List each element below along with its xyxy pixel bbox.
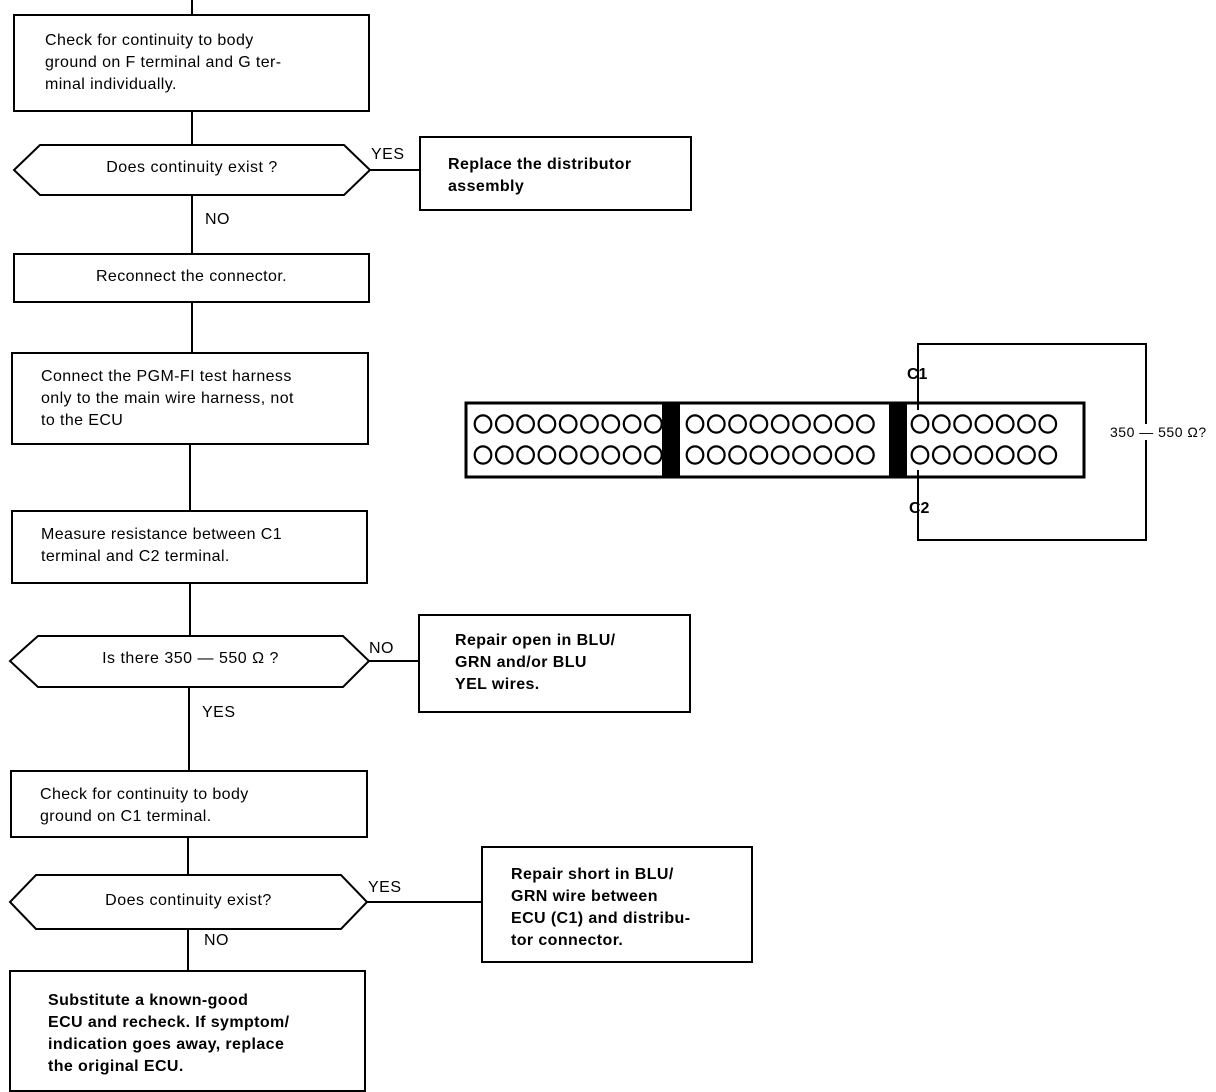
step-text: Check for continuity to body ground on F…	[45, 32, 282, 93]
connector-pin	[516, 445, 535, 465]
connector-pin	[706, 445, 726, 465]
result-repair-open: Repair open in BLU/ GRN and/or BLU YEL w…	[418, 614, 691, 713]
result-text: Repair open in BLU/ GRN and/or BLU YEL w…	[455, 632, 616, 693]
connector-pin	[953, 414, 972, 434]
connector-pin	[792, 445, 811, 465]
result-replace-distributor: Replace the distributor assembly	[419, 136, 692, 211]
connector-pin	[601, 445, 621, 465]
connector-pin	[749, 445, 769, 465]
connector-pin	[813, 414, 833, 434]
connector-pin	[706, 414, 726, 434]
yes-label: YES	[368, 879, 402, 896]
connector-pin	[856, 414, 875, 434]
no-label: NO	[369, 640, 394, 657]
connector-pin	[473, 414, 493, 434]
connector-pin	[558, 414, 578, 434]
connector-pin	[1017, 414, 1036, 434]
connector-pin	[1038, 445, 1058, 465]
connector-pin	[622, 445, 642, 465]
decision-shape	[12, 144, 372, 196]
step-connect-test-harness: Connect the PGM-FI test harness only to …	[11, 352, 369, 445]
connector-pin	[995, 445, 1015, 465]
connector-pin	[622, 414, 642, 434]
connector-pin	[995, 414, 1015, 434]
result-repair-short: Repair short in BLU/ GRN wire between EC…	[481, 846, 753, 963]
result-text: Replace the distributor assembly	[448, 156, 632, 195]
resistance-spec-label: 350 — 550 Ω?	[1108, 424, 1209, 440]
connector-pin	[792, 414, 811, 434]
connector-pin	[910, 414, 930, 434]
connector-pin	[931, 445, 951, 465]
connector-pin	[770, 414, 790, 434]
connector-pin	[558, 445, 578, 465]
pin-label-c1: C1	[907, 366, 928, 383]
connector-pin	[580, 414, 599, 434]
connector-pin	[601, 414, 621, 434]
connector-pin	[494, 445, 514, 465]
step-check-f-g-continuity: Check for continuity to body ground on F…	[13, 14, 370, 112]
step-reconnect-connector: Reconnect the connector.	[13, 253, 370, 303]
step-check-c1-continuity: Check for continuity to body ground on C…	[10, 770, 368, 838]
connector-pin	[953, 445, 972, 465]
connector-pin	[749, 414, 769, 434]
decision-text: Does continuity exist ?	[106, 159, 278, 176]
connector-pin	[1017, 445, 1036, 465]
yes-label: YES	[202, 704, 236, 721]
step-text: Substitute a known-good ECU and recheck.…	[48, 992, 290, 1075]
step-text: Measure resistance between C1 terminal a…	[41, 526, 283, 565]
connector-pin	[770, 445, 790, 465]
decision-text: Does continuity exist?	[105, 892, 272, 909]
result-text: Repair short in BLU/ GRN wire between EC…	[511, 866, 691, 949]
connector-pin	[931, 414, 951, 434]
connector-pin	[685, 445, 705, 465]
decision-shape	[8, 635, 371, 688]
step-text: Connect the PGM-FI test harness only to …	[41, 368, 294, 429]
connector-pin	[1038, 414, 1058, 434]
decision-text: Is there 350 — 550 Ω ?	[102, 650, 279, 667]
step-text: Check for continuity to body ground on C…	[40, 786, 249, 825]
connector-pin	[644, 445, 663, 465]
pin-label-c2: C2	[909, 500, 930, 517]
no-label: NO	[204, 932, 229, 949]
connector-pin	[974, 445, 994, 465]
ecu-connector	[464, 343, 1147, 541]
connector-pin	[910, 445, 930, 465]
connector-pin	[856, 445, 875, 465]
connector-pin	[728, 414, 747, 434]
connector-pin	[580, 445, 599, 465]
step-measure-resistance: Measure resistance between C1 terminal a…	[11, 510, 368, 584]
decision-shape	[8, 874, 369, 930]
connector-pin	[537, 414, 557, 434]
resistance-bracket	[917, 343, 1147, 541]
connector-pin	[813, 445, 833, 465]
yes-label: YES	[371, 146, 405, 163]
connector-pin	[685, 414, 705, 434]
connector-pin	[516, 414, 535, 434]
connector-pin	[974, 414, 994, 434]
connector-pin	[728, 445, 747, 465]
connector-pin	[494, 414, 514, 434]
connector-pin	[537, 445, 557, 465]
connector-pin	[834, 414, 854, 434]
no-label: NO	[205, 211, 230, 228]
connector-pin	[473, 445, 493, 465]
step-substitute-ecu: Substitute a known-good ECU and recheck.…	[9, 970, 366, 1092]
connector-pin	[834, 445, 854, 465]
connector-pin	[644, 414, 663, 434]
step-text: Reconnect the connector.	[95, 268, 288, 285]
